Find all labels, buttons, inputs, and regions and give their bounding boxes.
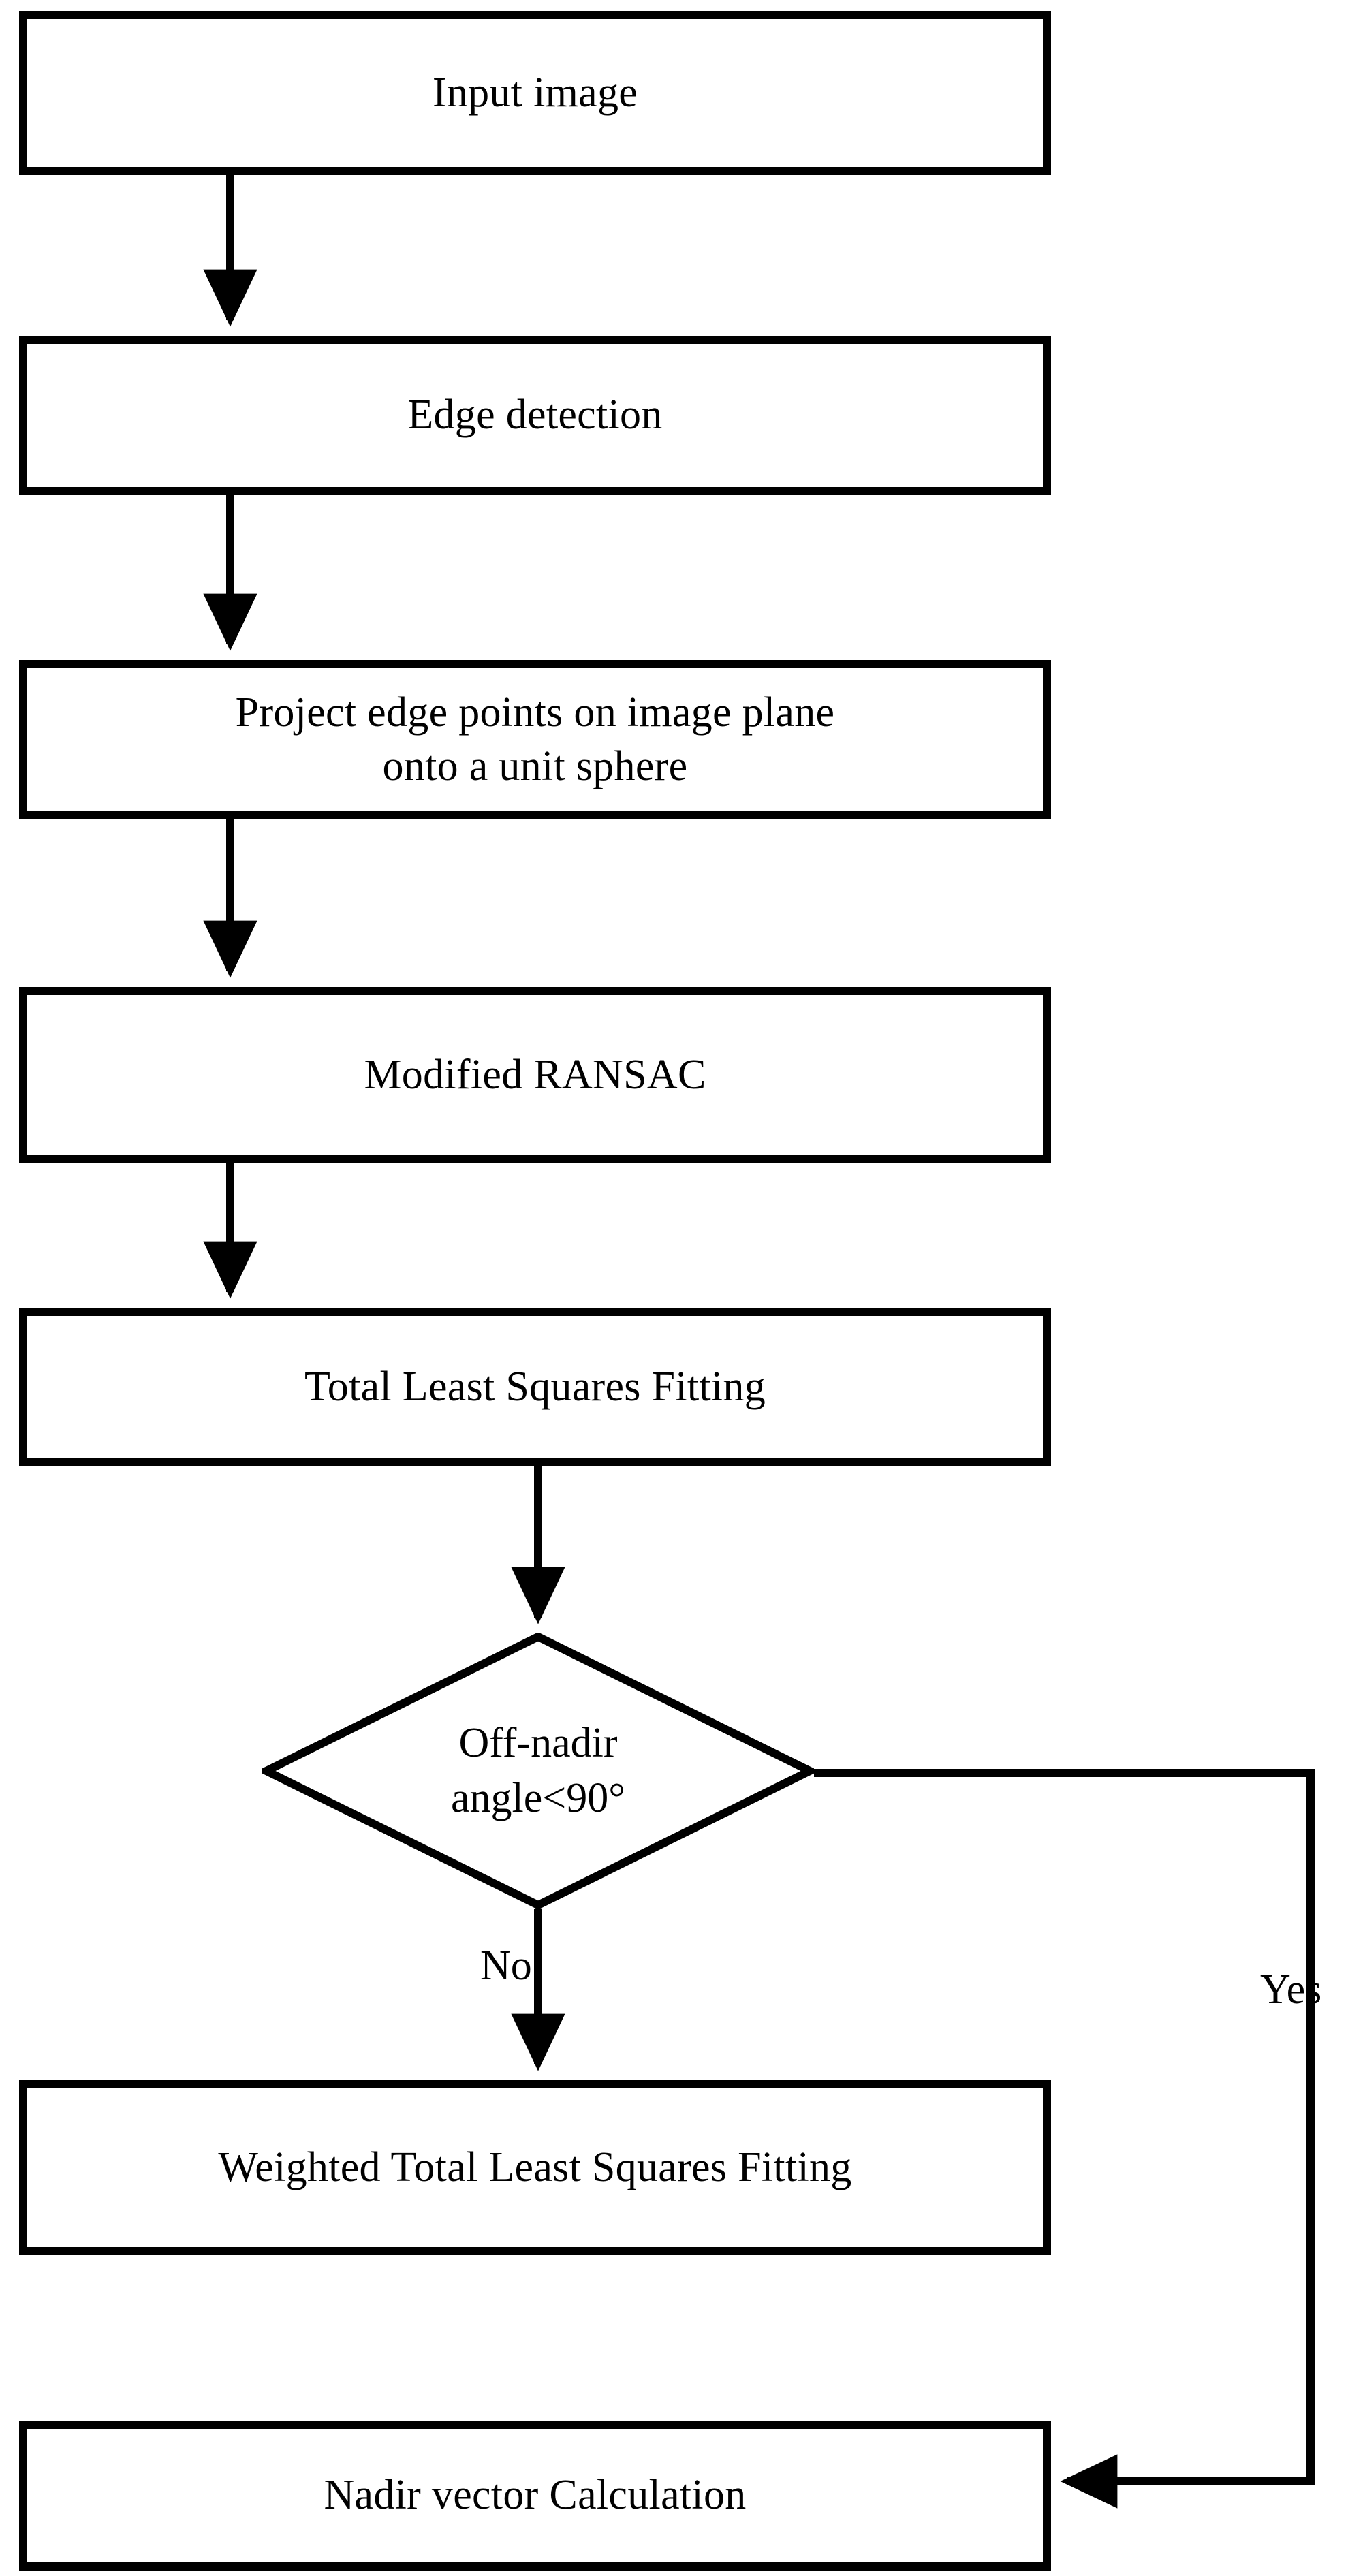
node-edge-detection[interactable]: Edge detection — [19, 336, 1051, 495]
node-label: Weighted Total Least Squares Fitting — [218, 2143, 852, 2190]
edge-label-no: No — [480, 1943, 532, 1989]
node-off-nadir-decision[interactable]: Off-nadir angle<90° — [262, 1633, 814, 1909]
diamond-shape — [262, 1633, 814, 1909]
node-nadir-vector-calculation[interactable]: Nadir vector Calculation — [19, 2421, 1051, 2571]
node-label: Modified RANSAC — [364, 1051, 706, 1098]
node-label: Edge detection — [407, 392, 663, 439]
node-label: Input image — [432, 69, 638, 116]
node-weighted-total-least-squares-fitting[interactable]: Weighted Total Least Squares Fitting — [19, 2080, 1051, 2255]
node-label: Project edge points on image plane onto … — [235, 689, 835, 789]
node-label: Total Least Squares Fitting — [304, 1363, 766, 1410]
edge-label-yes: Yes — [1260, 1966, 1322, 2013]
node-modified-ransac[interactable]: Modified RANSAC — [19, 987, 1051, 1163]
node-input-image[interactable]: Input image — [19, 11, 1051, 175]
decision-label: Off-nadir angle<90° — [450, 1720, 626, 1821]
node-total-least-squares-fitting[interactable]: Total Least Squares Fitting — [19, 1308, 1051, 1466]
node-project-edge-points[interactable]: Project edge points on image plane onto … — [19, 660, 1051, 819]
node-label: Nadir vector Calculation — [324, 2472, 747, 2519]
